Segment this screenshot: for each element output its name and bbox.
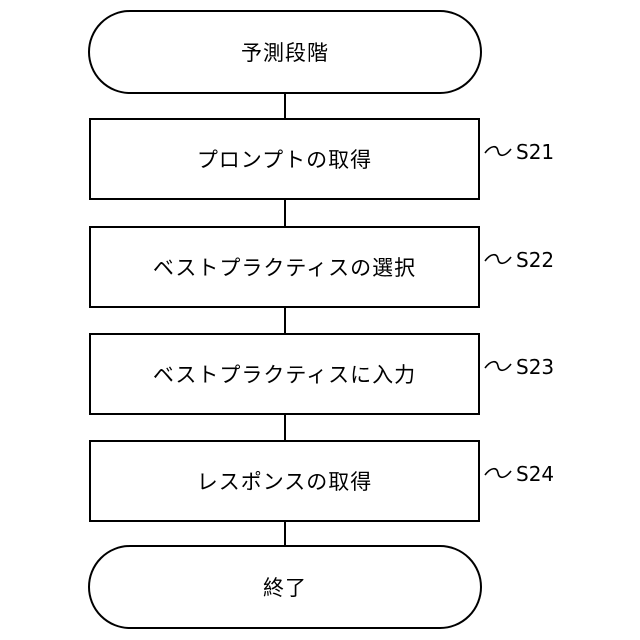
connector-line <box>284 308 286 333</box>
step-id-label: S24 <box>516 462 554 486</box>
step-label: プロンプトの取得 <box>197 144 372 174</box>
leader-tilde <box>483 252 513 266</box>
leader-tilde <box>483 144 513 158</box>
start-terminal: 予測段階 <box>88 10 482 94</box>
leader-tilde <box>483 466 513 480</box>
step-id-label: S21 <box>516 140 554 164</box>
process-step-s24: レスポンスの取得 <box>89 440 480 522</box>
process-step-s23: ベストプラクティスに入力 <box>89 333 480 415</box>
end-terminal: 終了 <box>88 545 482 629</box>
step-label: ベストプラクティスに入力 <box>153 359 416 389</box>
start-label: 予測段階 <box>241 37 329 67</box>
connector-line <box>284 94 286 118</box>
process-step-s21: プロンプトの取得 <box>89 118 480 200</box>
leader-tilde <box>483 359 513 373</box>
step-id-label: S23 <box>516 355 554 379</box>
connector-line <box>284 200 286 226</box>
end-label: 終了 <box>263 572 307 602</box>
connector-line <box>284 522 286 545</box>
step-label: ベストプラクティスの選択 <box>153 252 416 282</box>
process-step-s22: ベストプラクティスの選択 <box>89 226 480 308</box>
connector-line <box>284 415 286 440</box>
step-id-label: S22 <box>516 248 554 272</box>
step-label: レスポンスの取得 <box>197 466 373 496</box>
